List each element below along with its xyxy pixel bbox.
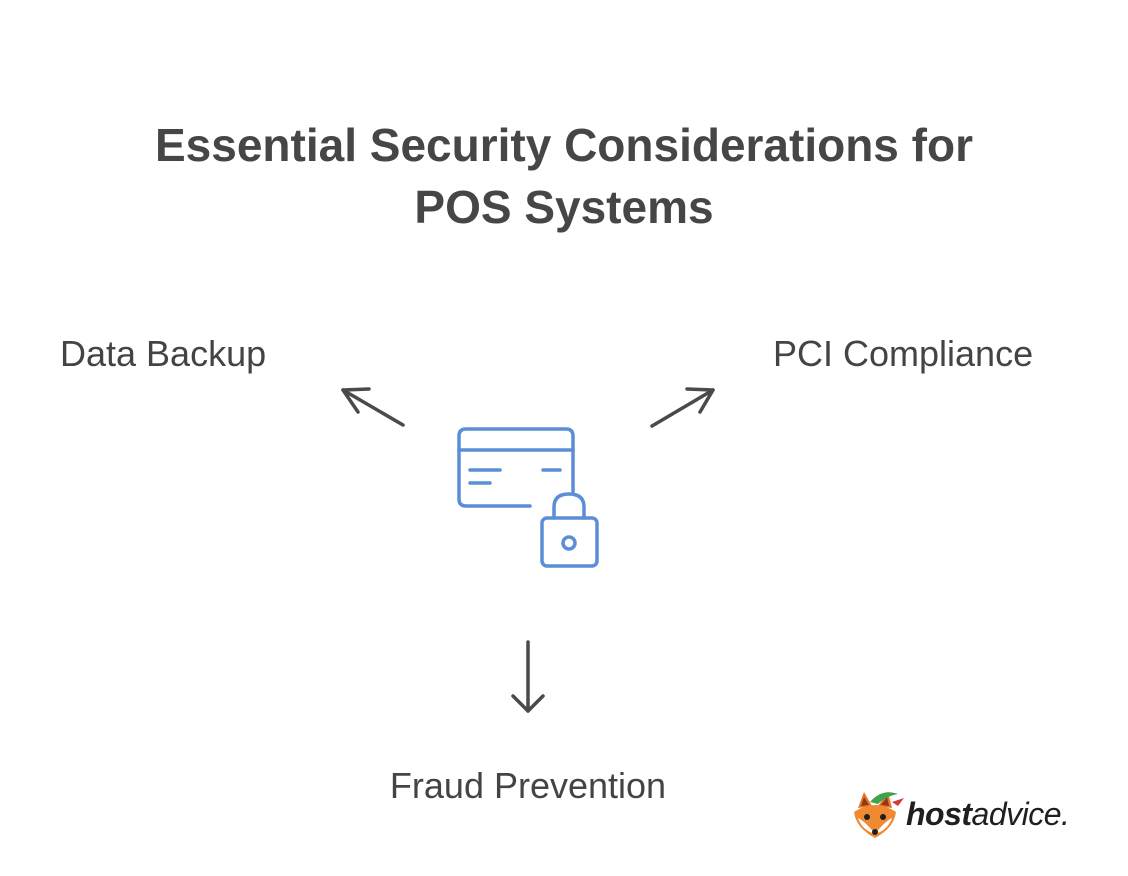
arrow-to-pci-compliance: [650, 387, 715, 428]
node-pci-compliance: PCI Compliance: [773, 333, 1034, 374]
logo-wordmark-advice: advice.: [971, 796, 1070, 832]
fox-mascot-icon: [854, 792, 904, 838]
node-fraud-prevention: Fraud Prevention: [389, 765, 667, 806]
title-line-2: POS Systems: [414, 181, 714, 233]
arrow-to-data-backup: [341, 387, 405, 427]
title-line-1: Essential Security Considerations for: [154, 119, 973, 171]
arrow-to-fraud-prevention: [511, 640, 545, 713]
logo-wordmark-host: host: [906, 796, 972, 832]
diagram-title: Essential Security Considerations for PO…: [0, 114, 1128, 238]
logo-wordmark: hostadvice.: [906, 794, 1070, 834]
hostadvice-logo: hostadvice.: [848, 788, 1088, 844]
credit-card-lock-icon: [457, 427, 599, 568]
node-data-backup: Data Backup: [60, 333, 267, 374]
